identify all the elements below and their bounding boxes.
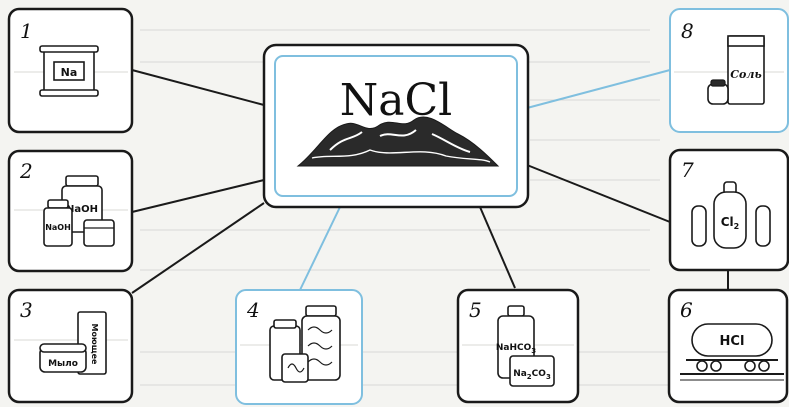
node-1: 1 Na xyxy=(7,7,134,134)
soda-jars-icon: NaHCO3 Na2CO3 xyxy=(496,305,555,387)
node-number: 3 xyxy=(20,298,33,322)
node-4: 4 xyxy=(235,289,363,405)
node-7: 7 Cl2 xyxy=(668,148,789,272)
node-label: NaOH xyxy=(66,204,98,215)
node-6: 6 HCl xyxy=(667,288,789,404)
center-box: NaCl xyxy=(262,43,530,209)
salt-pile-icon xyxy=(296,116,500,167)
food-jars-icon xyxy=(269,305,341,383)
connector-8 xyxy=(526,69,671,109)
soap-and-detergent-icon: Моющее Мыло xyxy=(39,311,107,375)
connector-4 xyxy=(299,206,341,291)
connectors xyxy=(131,69,729,294)
connector-5 xyxy=(479,206,516,289)
salt-package-icon: Соль xyxy=(707,35,765,105)
node-3: 3 Моющее Мыло xyxy=(7,288,134,404)
connector-1 xyxy=(131,69,265,106)
tank-car-icon: HCl xyxy=(680,323,784,381)
connector-2 xyxy=(131,179,265,213)
node-label: Мыло xyxy=(48,359,78,369)
node-label-2: NaOH xyxy=(45,223,71,232)
node-number: 5 xyxy=(469,298,482,322)
node-2: 2 NaOH NaOH xyxy=(7,149,134,273)
connector-3 xyxy=(131,202,265,294)
node-label-2: Моющее xyxy=(90,324,99,366)
node-label: Cl2 xyxy=(721,215,740,231)
node-8: 8 Соль xyxy=(669,8,789,133)
node-label: NaHCO3 xyxy=(496,343,536,355)
node-label: HCl xyxy=(720,334,745,349)
node-number: 8 xyxy=(681,19,694,43)
node-number: 4 xyxy=(246,298,260,322)
node-number: 1 xyxy=(20,19,33,43)
node-number: 2 xyxy=(19,159,33,183)
node-label: Na xyxy=(61,66,78,79)
node-number: 7 xyxy=(681,158,694,182)
chlorine-cylinders-icon: Cl2 xyxy=(691,181,771,249)
sodium-can-icon: Na xyxy=(39,45,99,97)
node-number: 6 xyxy=(680,298,693,322)
node-5: 5 NaHCO3 Na2CO3 xyxy=(456,288,580,404)
node-label-2: Na2CO3 xyxy=(513,369,551,381)
connector-7 xyxy=(526,164,671,223)
sodium-hydroxide-jars-icon: NaOH NaOH xyxy=(43,175,115,247)
node-label: Соль xyxy=(730,68,761,81)
center-title: NaCl xyxy=(340,75,452,126)
